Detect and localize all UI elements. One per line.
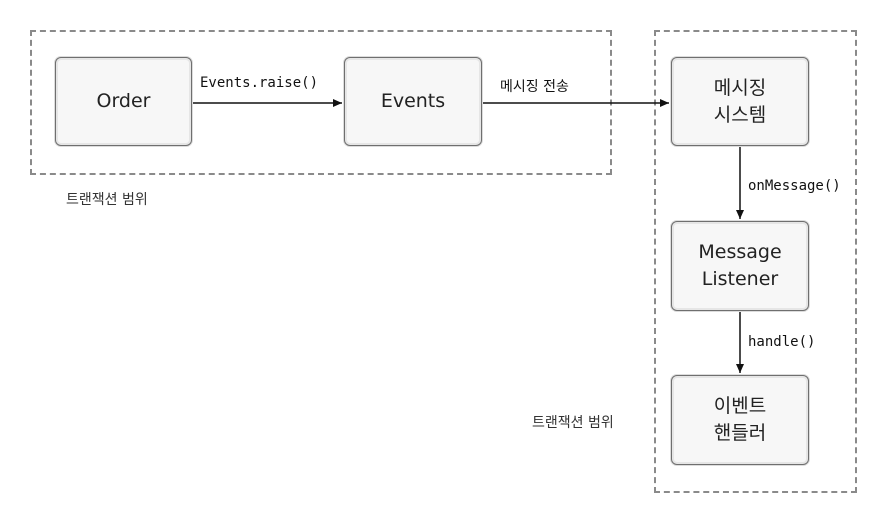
node-order: Order (55, 57, 192, 146)
scope-label-left: 트랜잭션 범위 (66, 192, 148, 208)
node-message-listener: Message Listener (671, 221, 809, 311)
edge-label-messaging-send: 메시징 전송 (500, 79, 569, 95)
transaction-scope-right (654, 30, 857, 493)
edge-label-on-message: onMessage() (748, 178, 841, 194)
scope-label-right: 트랜잭션 범위 (532, 415, 614, 431)
node-events: Events (344, 57, 482, 146)
edge-label-handle: handle() (748, 334, 816, 350)
node-messaging-system: 메시징 시스템 (671, 57, 809, 146)
node-event-handler: 이벤트 핸들러 (671, 375, 809, 465)
edge-label-events-raise: Events.raise() (200, 75, 319, 91)
